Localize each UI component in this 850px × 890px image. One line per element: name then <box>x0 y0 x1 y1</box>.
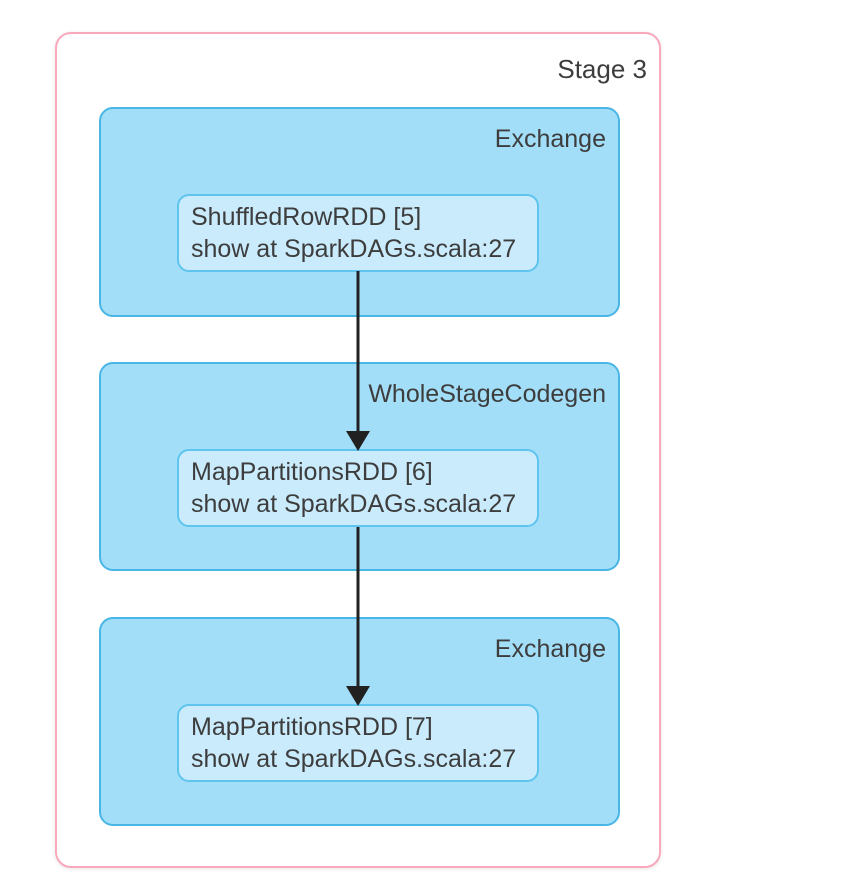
stage-box: Stage 3 Exchange ShuffledRowRDD [5] show… <box>55 32 661 868</box>
stage-label: Stage 3 <box>557 54 647 84</box>
rdd-name: MapPartitionsRDD [7] <box>191 713 433 741</box>
operator-label: Exchange <box>494 125 606 153</box>
operator-box-exchange-bottom: Exchange MapPartitionsRDD [7] show at Sp… <box>99 617 620 826</box>
rdd-node-mappartitionsrdd-7[interactable]: MapPartitionsRDD [7] show at SparkDAGs.s… <box>177 704 539 782</box>
operator-label: Exchange <box>494 635 606 663</box>
rdd-callsite: show at SparkDAGs.scala:27 <box>191 490 517 518</box>
rdd-callsite: show at SparkDAGs.scala:27 <box>191 235 517 263</box>
operator-box-wholestagecodegen: WholeStageCodegen MapPartitionsRDD [6] s… <box>99 362 620 571</box>
rdd-name: ShuffledRowRDD [5] <box>191 203 422 231</box>
rdd-node-shuffledrowrdd-5[interactable]: ShuffledRowRDD [5] show at SparkDAGs.sca… <box>177 194 539 272</box>
operator-label: WholeStageCodegen <box>368 380 606 408</box>
rdd-name: MapPartitionsRDD [6] <box>191 458 433 486</box>
rdd-callsite: show at SparkDAGs.scala:27 <box>191 745 517 773</box>
rdd-node-mappartitionsrdd-6[interactable]: MapPartitionsRDD [6] show at SparkDAGs.s… <box>177 449 539 527</box>
operator-box-exchange-top: Exchange ShuffledRowRDD [5] show at Spar… <box>99 107 620 317</box>
